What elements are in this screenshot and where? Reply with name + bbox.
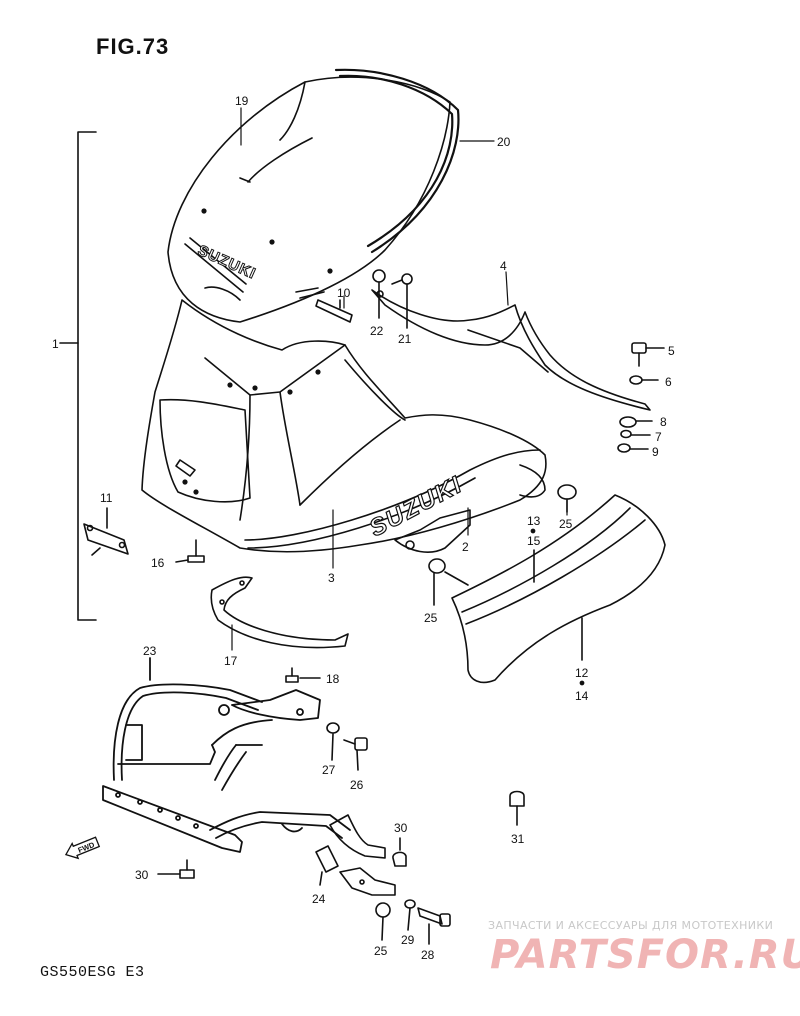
windscreen [167, 76, 451, 323]
callout-9: 9 [652, 445, 659, 459]
callout-26: 26 [350, 778, 364, 792]
callout-7: 7 [655, 430, 662, 444]
upper-fairing [141, 299, 547, 553]
callout-25-middle: 25 [424, 611, 438, 625]
bolt-28 [417, 907, 451, 945]
callout-28: 28 [421, 948, 435, 962]
callout-30-right: 30 [394, 821, 408, 835]
callout-24: 24 [312, 892, 326, 906]
grommet-22 [372, 269, 386, 319]
washer-6 [629, 375, 659, 385]
callout-18: 18 [326, 672, 340, 686]
watermark-tagline: ЗАПЧАСТИ И АКСЕССУАРЫ ДЛЯ МОТОТЕХНИКИ [488, 919, 774, 932]
bolt-26 [343, 737, 368, 771]
grommet-25-lower [375, 902, 391, 941]
callout-20: 20 [497, 135, 511, 149]
callout-23: 23 [143, 644, 157, 658]
model-code: GS550ESG E3 [40, 964, 145, 981]
callout-8: 8 [660, 415, 667, 429]
side-bracket [371, 289, 651, 411]
side-mount-bracket [329, 814, 396, 896]
screw-16 [175, 539, 205, 563]
callout-30-left: 30 [135, 868, 149, 882]
forward-arrow-icon: FWD [64, 836, 101, 860]
figure-title: FIG.73 [96, 34, 170, 59]
lower-brace-17 [210, 576, 349, 649]
callout-6: 6 [665, 375, 672, 389]
washer-29 [404, 899, 416, 931]
callout-29: 29 [401, 933, 415, 947]
callout-14: 14 [575, 689, 589, 703]
nut-9 [617, 443, 649, 453]
callout-19: 19 [235, 94, 249, 108]
callout-27: 27 [322, 763, 336, 777]
callout-25-lower: 25 [374, 944, 388, 958]
screw-21 [391, 273, 413, 329]
screw-30-right [392, 837, 407, 867]
callout-4: 4 [500, 259, 507, 273]
callout-5: 5 [668, 344, 675, 358]
bracket-10 [315, 299, 353, 323]
washer-7 [620, 429, 651, 439]
bolt-5 [631, 342, 665, 367]
collar-24 [315, 845, 339, 886]
nut-8 [619, 416, 653, 428]
screw-31 [509, 790, 525, 826]
callout-15: 15 [527, 534, 541, 548]
callout-3: 3 [328, 571, 335, 585]
assembly-bracket [59, 131, 97, 621]
leader-lines [231, 107, 568, 651]
screw-18 [285, 667, 321, 683]
screw-30-left [157, 859, 195, 879]
callout-25-upper: 25 [559, 517, 573, 531]
fairing-stay-frame-23 [102, 657, 351, 853]
callout-17: 17 [224, 654, 238, 668]
lower-cowl-12 [451, 494, 666, 686]
grommet-25-middle [428, 558, 469, 606]
callout-2: 2 [462, 540, 469, 554]
callout-labels: 19 20 1 4 10 22 21 5 6 8 7 9 11 13 25 2 … [52, 94, 675, 962]
callout-12: 12 [575, 666, 589, 680]
callout-22: 22 [370, 324, 384, 338]
callout-11: 11 [100, 491, 113, 505]
callout-1: 1 [52, 337, 59, 351]
watermark-brand: PARTSFOR.RU [490, 932, 800, 978]
callout-31: 31 [511, 832, 525, 846]
callout-21: 21 [398, 332, 412, 346]
washer-27 [326, 722, 340, 761]
callout-10: 10 [337, 286, 351, 300]
windscreen-edge-trim [334, 68, 460, 254]
plate-11 [83, 507, 129, 556]
callout-13: 13 [527, 514, 541, 528]
windscreen-logo: SUZUKI [195, 242, 258, 283]
callout-16: 16 [151, 556, 165, 570]
